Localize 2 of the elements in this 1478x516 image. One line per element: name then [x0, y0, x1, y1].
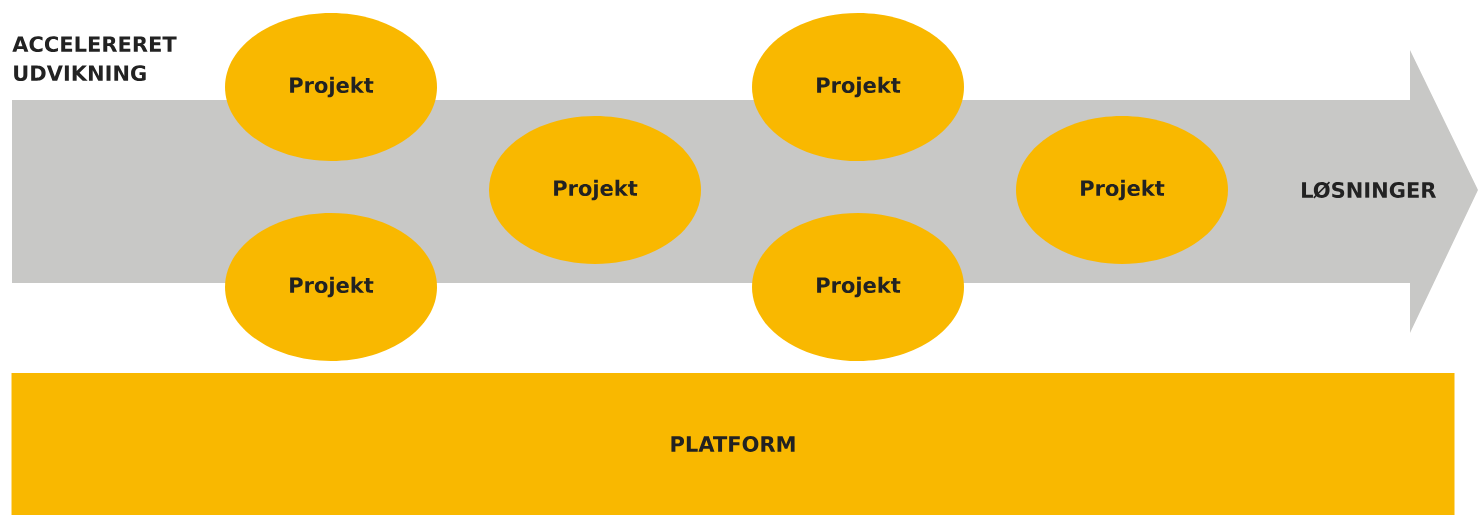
- heading: ACCELERERET UDVIKNING: [12, 36, 177, 82]
- platform-bar: PLATFORM: [11, 373, 1455, 515]
